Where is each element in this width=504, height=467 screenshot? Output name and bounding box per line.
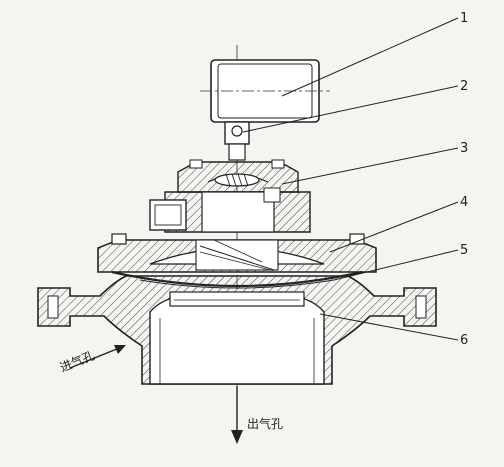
solenoid-stem bbox=[224, 121, 250, 161]
part-label-1: 1 bbox=[460, 11, 468, 26]
part-label-5: 5 bbox=[460, 243, 468, 258]
leader-lines bbox=[242, 17, 459, 341]
valve-body bbox=[37, 275, 437, 385]
outlet-caption: 出气孔 bbox=[247, 416, 283, 431]
part-label-2: 2 bbox=[460, 79, 468, 94]
part-label-6: 6 bbox=[460, 333, 468, 348]
solenoid-coil bbox=[200, 59, 330, 123]
pilot-diaphragm bbox=[214, 173, 260, 187]
inlet-arrow bbox=[69, 345, 126, 369]
valve-cover bbox=[97, 233, 377, 273]
middle-body bbox=[149, 187, 311, 233]
part-label-3: 3 bbox=[460, 141, 468, 156]
inlet-caption: 进气孔 bbox=[58, 347, 97, 374]
outlet-arrow bbox=[231, 386, 243, 444]
part-label-4: 4 bbox=[460, 195, 468, 210]
